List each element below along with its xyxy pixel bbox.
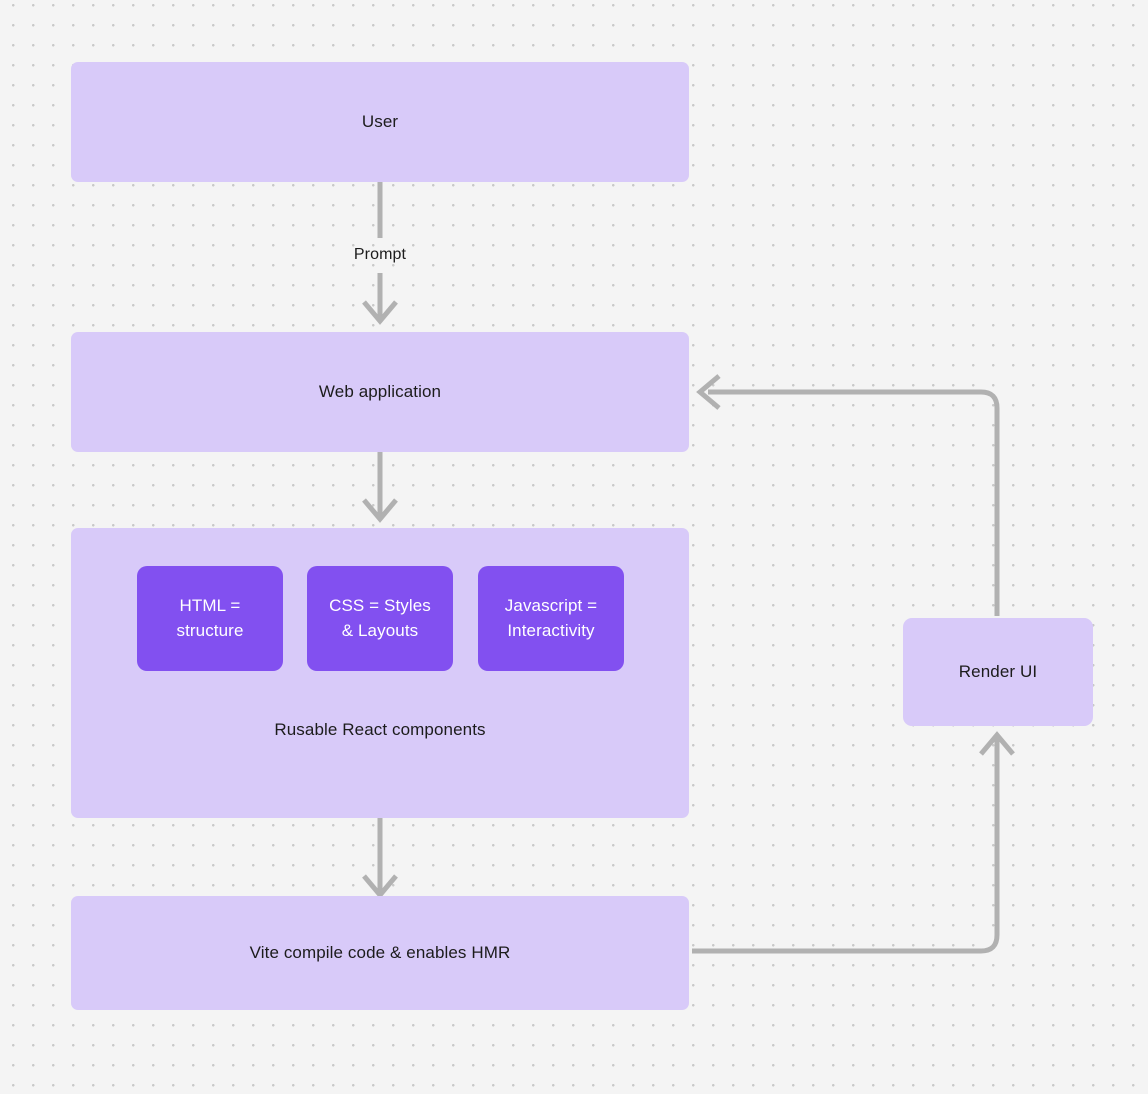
node-user-label: User <box>361 111 399 131</box>
node-javascript-box-line1: Javascript = <box>504 595 598 615</box>
edge-vite-to-render-ui <box>692 731 1015 954</box>
node-render-ui[interactable]: Render UI <box>903 618 1093 726</box>
node-web-application[interactable]: Web application <box>71 332 689 452</box>
node-css-box-line1: CSS = Styles <box>329 595 431 615</box>
node-render-ui-label: Render UI <box>958 661 1038 681</box>
edge-web-application-to-components <box>362 452 398 523</box>
node-html-box-line1: HTML = <box>179 595 241 615</box>
node-css-box[interactable]: CSS = Styles & Layouts <box>307 566 453 671</box>
node-html-box-line2: structure <box>176 620 244 640</box>
node-javascript-box-line2: Interactivity <box>507 620 595 640</box>
node-vite[interactable]: Vite compile code & enables HMR <box>71 896 689 1010</box>
node-components-group-caption: Rusable React components <box>274 720 486 739</box>
node-user[interactable]: User <box>71 62 689 182</box>
node-vite-label: Vite compile code & enables HMR <box>249 942 511 962</box>
node-javascript-box[interactable]: Javascript = Interactivity <box>478 566 624 671</box>
edge-components-to-vite <box>362 818 398 899</box>
edge-label-prompt: Prompt <box>353 246 407 263</box>
node-web-application-label: Web application <box>318 381 442 401</box>
node-html-box[interactable]: HTML = structure <box>137 566 283 671</box>
node-css-box-line2: & Layouts <box>341 620 419 640</box>
edge-render-ui-to-web-application <box>696 374 1000 616</box>
node-components-group[interactable]: HTML = structure CSS = Styles & Layouts … <box>71 528 689 818</box>
